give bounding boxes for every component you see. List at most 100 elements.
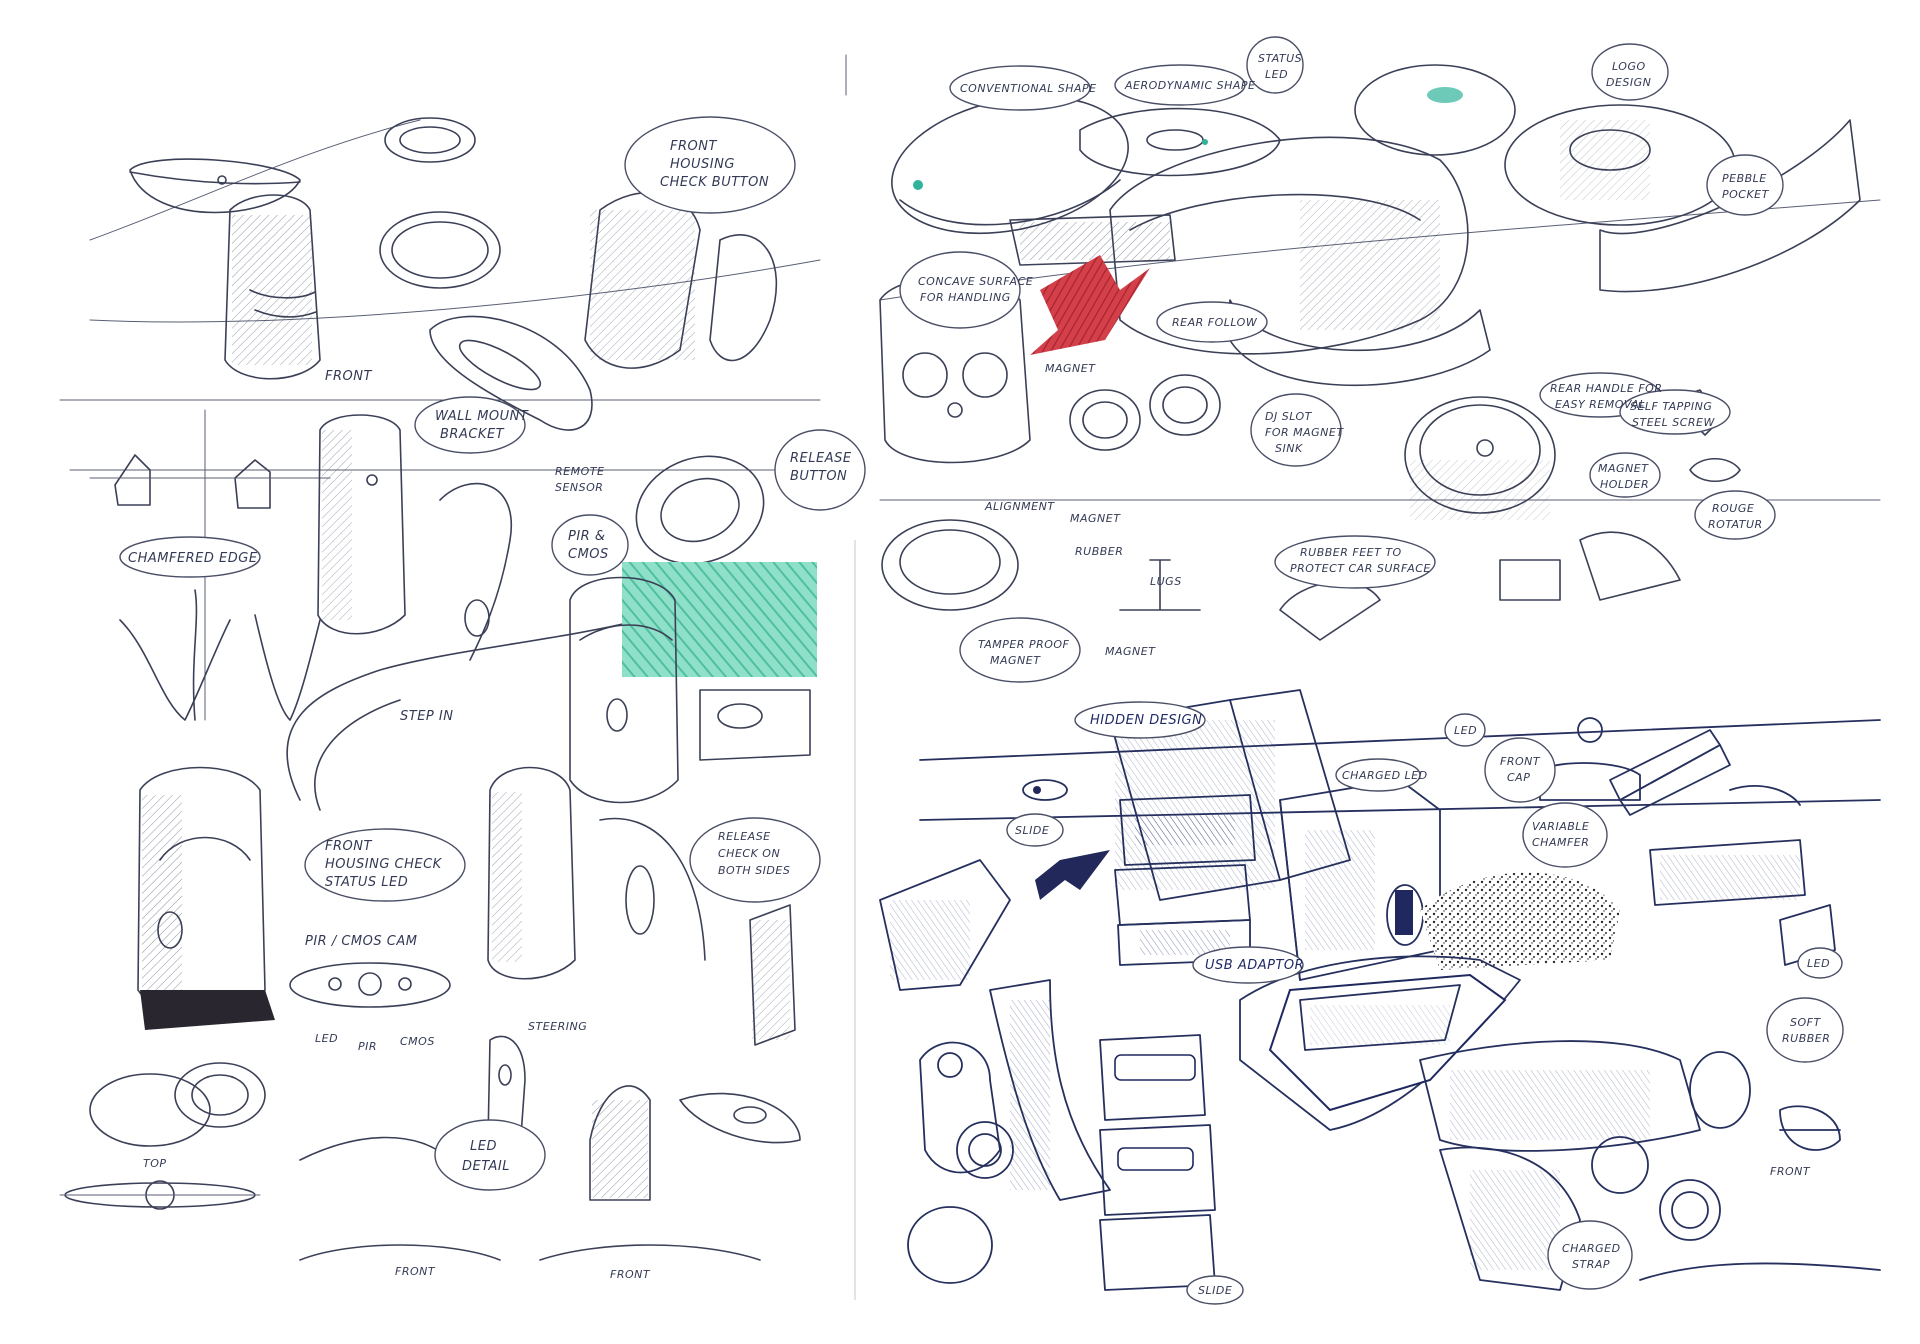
svg-text:FOR HANDLING: FOR HANDLING [920,291,1011,304]
br-label-front: FRONT [1770,1165,1811,1178]
br-label-soft-rubber: SOFT RUBBER [1782,1016,1830,1045]
tr-label-rotate: ROUGE ROTATUR [1708,502,1762,531]
svg-text:LED: LED [470,1139,497,1154]
tr-label-rear-follow: REAR FOLLOW [1172,316,1258,329]
svg-text:MAGNET: MAGNET [1598,462,1649,475]
tl-label-release-check: RELEASE CHECK ON BOTH SIDES [718,830,790,877]
tl-label-front-housing-status: FRONT HOUSING CHECK STATUS LED [325,839,442,890]
svg-text:PROTECT CAR SURFACE: PROTECT CAR SURFACE [1290,562,1431,575]
br-label-led: LED [1454,724,1477,737]
alignment-disc [881,519,1019,611]
svg-text:FOR MAGNET: FOR MAGNET [1265,426,1344,439]
tl-label-remote-sensor: REMOTE SENSOR [555,465,604,494]
br-label-charged-led: CHARGED LED [1342,769,1428,782]
tr-label-magnet-3: MAGNET [1105,645,1156,658]
br-label-hidden-design: HIDDEN DESIGN [1090,713,1202,728]
svg-text:CMOS: CMOS [568,547,609,562]
br-label-front-cap: FRONT CAP [1500,755,1541,784]
svg-text:PEBBLE: PEBBLE [1722,172,1767,185]
tl-label-step-in: STEP IN [400,709,453,724]
svg-text:RELEASE: RELEASE [790,451,852,466]
tr-label-rubber-feet: RUBBER FEET TO PROTECT CAR SURFACE [1290,546,1431,575]
tr-label-magnet-2: MAGNET [1070,512,1121,525]
lens-sketch [429,315,593,431]
textured-grip-area [1420,872,1620,970]
sheet-bottom-right: HIDDEN DESIGN LED FRONT CAP CHARGED LED … [879,689,1881,1305]
svg-text:BRACKET: BRACKET [440,427,505,442]
svg-text:BUTTON: BUTTON [790,469,847,484]
front-housing-sketch [224,194,321,380]
svg-text:CAP: CAP [1507,771,1530,784]
dark-base [140,990,275,1030]
tr-label-rear-handle: REAR HANDLE FOR EASY REMOVAL [1550,382,1662,411]
svg-text:FRONT: FRONT [1500,755,1541,768]
svg-text:EASY REMOVAL: EASY REMOVAL [1555,398,1646,411]
charger-body-sketch [1239,955,1521,1131]
br-label-charged-strap: CHARGED STRAP [1562,1242,1621,1271]
br-label-variable-chamfer: VARIABLE CHAMFER [1532,820,1589,849]
svg-text:DETAIL: DETAIL [462,1159,510,1174]
tl-label-front-2: FRONT [610,1268,651,1281]
tr-label-steel-screw: SELF TAPPING STEEL SCREW [1630,400,1715,429]
tl-label-release-button: RELEASE BUTTON [790,451,852,484]
svg-text:SENSOR: SENSOR [555,481,603,494]
tl-label-front: FRONT [325,369,372,384]
tl-label-chamfered-edge: CHAMFERED EDGE [128,551,258,566]
svg-text:HOUSING: HOUSING [670,157,735,172]
svg-text:REMOTE: REMOTE [555,465,604,478]
svg-text:ROUGE: ROUGE [1712,502,1754,515]
svg-text:FRONT: FRONT [670,139,717,154]
svg-text:RELEASE: RELEASE [718,830,771,843]
main-device-sketch [1109,136,1469,355]
svg-text:LED: LED [1265,68,1288,81]
svg-text:CONCAVE SURFACE: CONCAVE SURFACE [918,275,1033,288]
tl-label-top: TOP [143,1157,167,1170]
br-label-led-2: LED [1807,957,1830,970]
tr-label-magnet-holder: MAGNET HOLDER [1598,462,1649,491]
svg-text:RUBBER FEET TO: RUBBER FEET TO [1300,546,1402,559]
svg-text:RUBBER: RUBBER [1782,1032,1830,1045]
tl-label-wall-mount: WALL MOUNT BRACKET [435,409,529,442]
svg-text:SINK: SINK [1275,442,1303,455]
teal-marker-block [622,562,817,677]
release-button-sketch [635,455,765,565]
tr-label-pebble-pocket: PEBBLE POCKET [1722,172,1770,201]
svg-text:SELF TAPPING: SELF TAPPING [1630,400,1712,413]
sheet-top-right: CONVENTIONAL SHAPE AERODYNAMIC SHAPE STA… [879,36,1881,683]
svg-text:DJ SLOT: DJ SLOT [1265,410,1313,423]
svg-text:STATUS LED: STATUS LED [325,875,408,890]
svg-text:SOFT: SOFT [1790,1016,1821,1029]
tl-label-pir-cmos: PIR & CMOS [568,529,609,562]
svg-text:CHECK BUTTON: CHECK BUTTON [660,175,769,190]
tr-label-logo-design: LOGO DESIGN [1606,60,1651,89]
svg-text:HOLDER: HOLDER [1600,478,1649,491]
svg-text:LOGO: LOGO [1612,60,1646,73]
tr-label-rubber: RUBBER [1075,545,1123,558]
svg-text:DESIGN: DESIGN [1606,76,1651,89]
tr-label-slot: DJ SLOT FOR MAGNET SINK [1265,410,1344,455]
svg-text:STRAP: STRAP [1572,1258,1610,1271]
svg-text:CHAMFER: CHAMFER [1532,836,1589,849]
tr-label-tamper-proof: TAMPER PROOF MAGNET [978,638,1070,667]
oval-ring-sketch [379,211,501,289]
tl-label-pir: PIR [358,1040,377,1053]
tr-label-conventional-shape: CONVENTIONAL SHAPE [960,82,1097,95]
svg-text:STEEL SCREW: STEEL SCREW [1632,416,1715,429]
svg-text:PIR &: PIR & [568,529,605,544]
tr-label-magnet: MAGNET [1045,362,1096,375]
svg-text:CHARGED: CHARGED [1562,1242,1621,1255]
tl-label-front-housing-button: FRONT HOUSING CHECK BUTTON [660,139,769,190]
svg-text:TAMPER PROOF: TAMPER PROOF [978,638,1070,651]
svg-text:POCKET: POCKET [1722,188,1770,201]
usb-cap-sketch [1119,794,1256,866]
tr-label-concave-surface: CONCAVE SURFACE FOR HANDLING [918,275,1033,304]
step-in-curve [286,619,641,801]
red-direction-arrow [1030,255,1150,355]
svg-text:WALL MOUNT: WALL MOUNT [435,409,529,424]
wall-mount-sketch [317,414,406,635]
svg-text:VARIABLE: VARIABLE [1532,820,1589,833]
tr-label-lugs: LUGS [1150,575,1182,588]
tl-label-steering: STEERING [528,1020,587,1033]
